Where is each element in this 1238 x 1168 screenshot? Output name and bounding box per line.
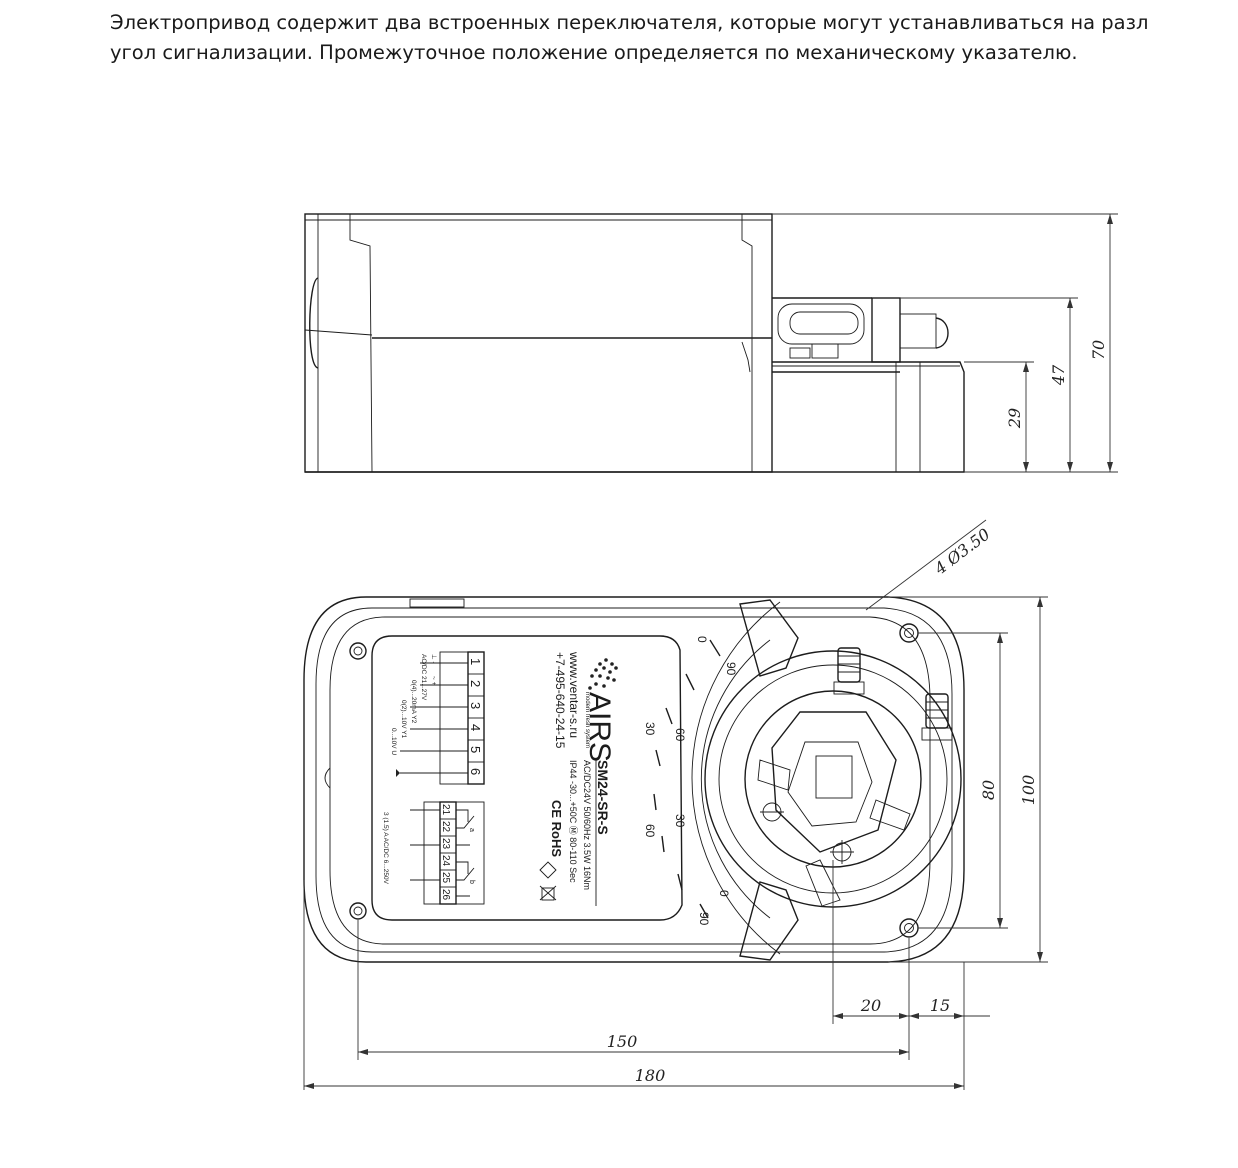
- dim-80: 80: [979, 780, 998, 800]
- svg-text:30: 30: [643, 722, 657, 736]
- brand-slogan: modern fresh system: [584, 692, 590, 748]
- mounting-hole-icon: [349, 642, 367, 660]
- svg-text:22: 22: [440, 821, 451, 833]
- svg-text:2: 2: [468, 680, 483, 687]
- spec-line-1: AC/DC24V 50/60Hz 3.5W 16Nm: [582, 760, 592, 890]
- intro-line-1: Электропривод содержит два встроенных пе…: [110, 11, 1149, 34]
- limit-switch-screw: [925, 693, 949, 729]
- pointer-clip: [739, 881, 799, 961]
- svg-text:3: 3: [468, 702, 483, 709]
- dim-100: 100: [1019, 775, 1038, 806]
- intro-text: Электропривод содержит два встроенных пе…: [110, 8, 1238, 68]
- dim-180: 180: [635, 1066, 666, 1085]
- svg-text:25: 25: [440, 872, 451, 884]
- dim-15: 15: [930, 996, 950, 1015]
- svg-text:~ +: ~ +: [430, 676, 437, 686]
- pointer-clip: [739, 599, 799, 677]
- svg-text:1: 1: [468, 658, 483, 665]
- dial-inner: [744, 690, 922, 868]
- top-dimensions: 100 80 4 Ø3.50 20 15 150 180: [303, 519, 1048, 1090]
- leader-hole-spec: [865, 519, 987, 611]
- ce-rohs-mark: CE RoHS: [549, 800, 564, 857]
- airs-logo-dots-icon: [588, 658, 618, 690]
- mounting-hole-icon: [899, 623, 919, 643]
- svg-text:0: 0: [717, 890, 731, 897]
- model-name: SM24-SR-S: [595, 760, 611, 835]
- side-dimensions: 70 47 29: [772, 213, 1118, 473]
- side-body: [304, 213, 773, 473]
- switch-block: 21 22 23 24 25 26 a b 3 (1.5) A AC/DC 6.…: [382, 801, 485, 905]
- svg-text:5: 5: [468, 746, 483, 753]
- hole-spec: 4 Ø3.50: [930, 524, 993, 578]
- spec-line-2: IP44 -30...+50C Ⓜ 80-110 Sec: [568, 760, 578, 883]
- scale-arc-outer: [691, 601, 781, 955]
- svg-text:60: 60: [673, 728, 687, 742]
- top-outline: [303, 596, 965, 963]
- svg-text:60: 60: [643, 824, 657, 838]
- svg-text:a: a: [468, 828, 475, 832]
- svg-text:0...10V U: 0...10V U: [390, 728, 397, 755]
- svg-text:0(2)...10V Y1: 0(2)...10V Y1: [400, 700, 407, 739]
- svg-text:90: 90: [697, 912, 711, 926]
- dim-29: 29: [1005, 408, 1024, 429]
- side-shaft-block: [871, 297, 901, 363]
- svg-text:23: 23: [440, 838, 451, 850]
- dim-70: 70: [1089, 340, 1108, 360]
- svg-text:AC/DC 21...27V: AC/DC 21...27V: [420, 654, 427, 701]
- svg-text:24: 24: [440, 855, 451, 867]
- label-texts: AIRS modern fresh system SM24-SR-S AC/DC…: [539, 651, 618, 906]
- dim-47: 47: [1049, 364, 1068, 386]
- mounting-hole-icon: [899, 918, 919, 938]
- svg-text:21: 21: [440, 804, 451, 816]
- svg-text:0(4)...20mA Y2: 0(4)...20mA Y2: [410, 680, 417, 724]
- dim-20: 20: [860, 996, 881, 1015]
- svg-text:⊥ -: ⊥ -: [430, 654, 437, 664]
- shaft-mechanism: [691, 599, 962, 961]
- svg-text:26: 26: [440, 889, 451, 901]
- side-shaft-tip: [935, 317, 949, 349]
- svg-text:30: 30: [673, 814, 687, 828]
- top-view: 90 0 60 30 30 60 0 90 AIRS modern fresh …: [303, 596, 965, 963]
- svg-text:3 (1.5) A AC/DC 6...250V: 3 (1.5) A AC/DC 6...250V: [382, 812, 389, 885]
- dim-150: 150: [607, 1032, 638, 1051]
- shaft-clamp: [771, 711, 897, 853]
- phone: +7-495-640-24-15: [553, 652, 567, 749]
- mounting-hole-icon: [349, 902, 367, 920]
- website: www.ventar-s.ru: [567, 651, 581, 738]
- svg-text:0: 0: [695, 636, 709, 643]
- mounting-holes: [349, 623, 919, 938]
- brand-name: AIRS: [583, 692, 616, 762]
- svg-text:6: 6: [468, 768, 483, 775]
- svg-text:b: b: [468, 880, 475, 884]
- side-view: [304, 213, 965, 473]
- side-cable-gland: [309, 277, 319, 369]
- scale-ticks: [653, 639, 721, 919]
- recycle-mark-icon: [539, 861, 557, 901]
- top-notch: [409, 598, 465, 608]
- intro-line-2: угол сигнализации. Промежуточное положен…: [110, 41, 1078, 64]
- terminal-block: 1 2 3 4 5 6 AC/DC 21...27V ⊥ - ~ + 0(4).…: [390, 651, 485, 785]
- scale-labels: 90 0 60 30 30 60 0 90: [643, 636, 738, 926]
- svg-text:4: 4: [468, 724, 483, 731]
- svg-text:90: 90: [724, 662, 738, 676]
- label-plate: [371, 635, 683, 921]
